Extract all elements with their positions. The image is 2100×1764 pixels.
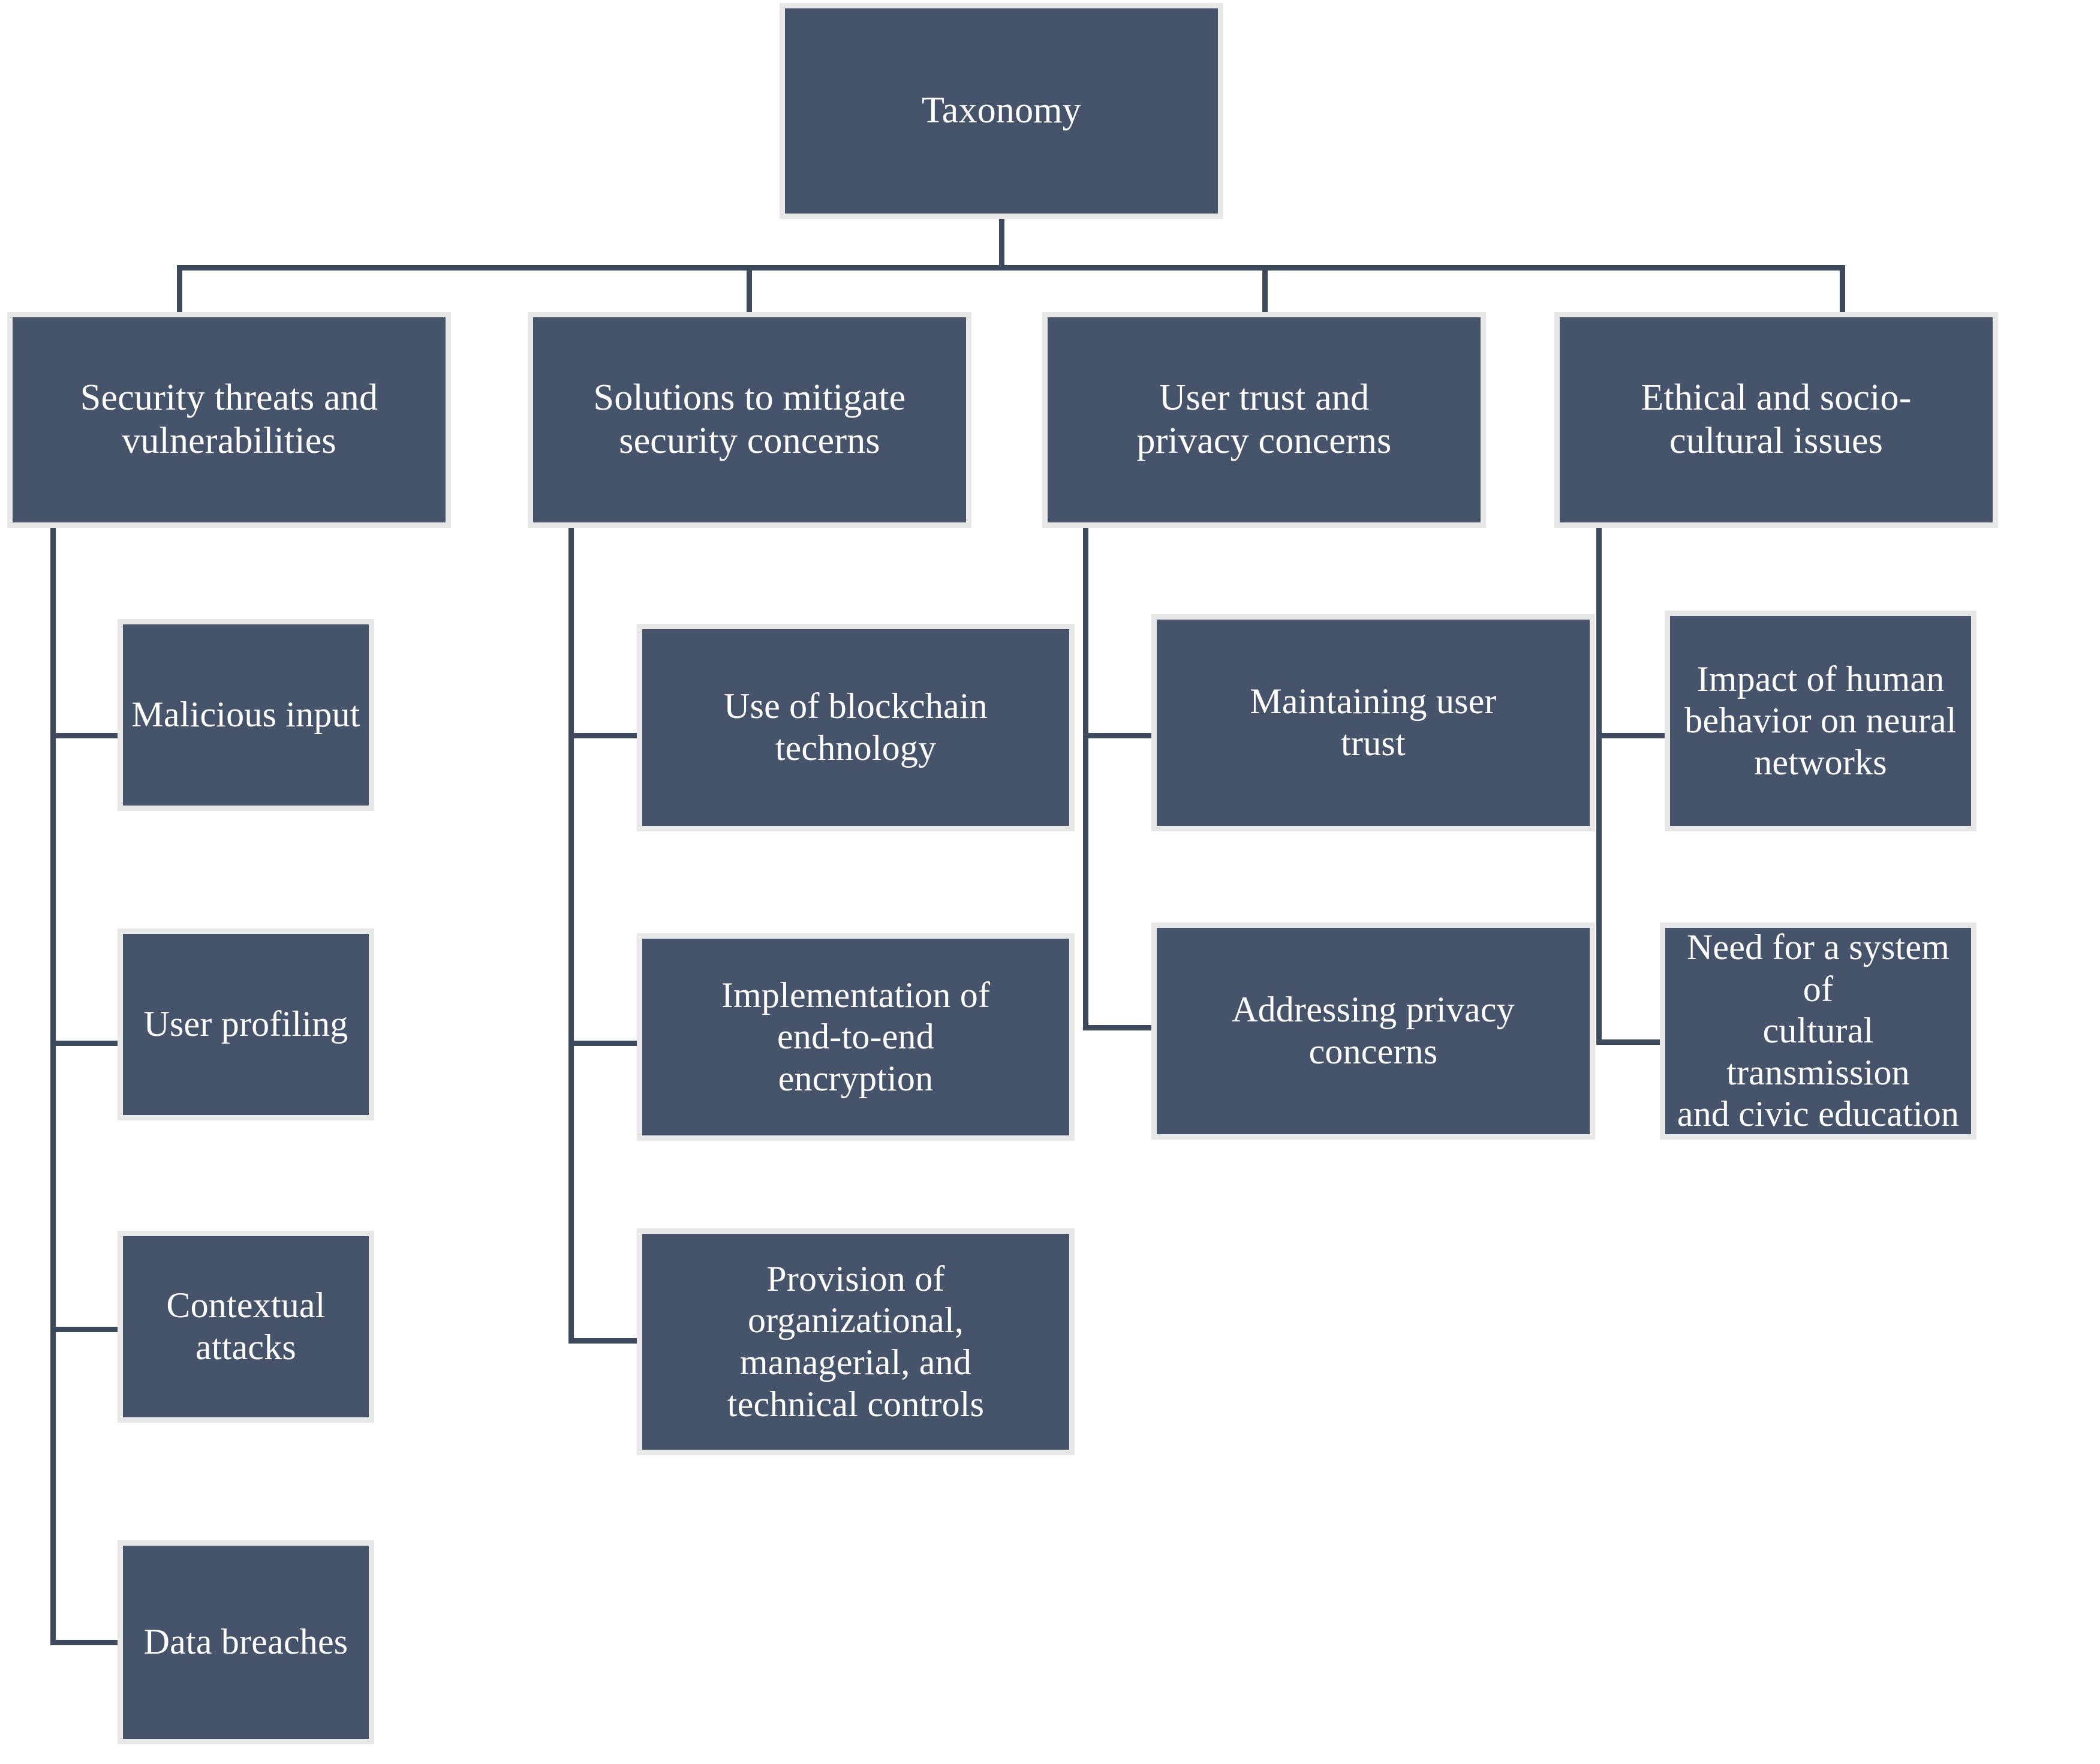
node-label: Ethical and socio- cultural issues — [1641, 377, 1912, 461]
node-branch-ethical[interactable]: Ethical and socio- cultural issues — [1554, 312, 1998, 528]
connector-trunk-branch-2 — [568, 528, 574, 1344]
connector-drop-branch-1 — [177, 265, 182, 314]
connector-elbow-contextual-attacks — [50, 1327, 120, 1332]
node-label: Data breaches — [143, 1622, 348, 1662]
node-label: Security threats and vulnerabilities — [80, 377, 378, 461]
node-leaf-blockchain[interactable]: Use of blockchain technology — [637, 624, 1075, 831]
connector-elbow-maintaining-trust — [1083, 733, 1156, 738]
node-leaf-contextual-attacks[interactable]: Contextual attacks — [118, 1231, 374, 1423]
connector-elbow-encryption — [568, 1041, 642, 1046]
connector-elbow-user-profiling — [50, 1041, 120, 1046]
node-label: Need for a system of cultural transmissi… — [1677, 927, 1960, 1134]
connector-trunk-branch-1 — [50, 528, 56, 1645]
connector-level1-bus — [177, 265, 1845, 271]
connector-elbow-blockchain — [568, 733, 642, 738]
connector-elbow-cultural-transmission — [1596, 1039, 1669, 1045]
node-branch-security-threats[interactable]: Security threats and vulnerabilities — [7, 312, 451, 528]
node-root-taxonomy[interactable]: Taxonomy — [780, 3, 1223, 219]
connector-elbow-controls — [568, 1338, 642, 1344]
node-leaf-encryption[interactable]: Implementation of end-to-end encryption — [637, 933, 1075, 1141]
connector-trunk-branch-4 — [1596, 528, 1602, 1045]
node-label: Taxonomy — [922, 90, 1081, 131]
node-branch-solutions[interactable]: Solutions to mitigate security concerns — [528, 312, 971, 528]
node-leaf-malicious-input[interactable]: Malicious input — [118, 619, 374, 811]
node-leaf-data-breaches[interactable]: Data breaches — [118, 1540, 374, 1744]
node-label: Solutions to mitigate security concerns — [593, 377, 906, 461]
connector-root-stem — [999, 219, 1004, 268]
connector-trunk-branch-3 — [1083, 528, 1088, 1030]
connector-elbow-malicious-input — [50, 733, 120, 738]
connector-elbow-data-breaches — [50, 1640, 120, 1645]
node-leaf-privacy-concerns[interactable]: Addressing privacy concerns — [1151, 922, 1595, 1140]
node-label: Maintaining user trust — [1250, 681, 1497, 763]
node-label: Contextual attacks — [166, 1285, 326, 1367]
node-label: Impact of human behavior on neural netwo… — [1684, 659, 1957, 782]
node-label: User trust and privacy concerns — [1136, 377, 1392, 461]
node-label: Provision of organizational, managerial,… — [727, 1258, 985, 1424]
node-leaf-cultural-transmission[interactable]: Need for a system of cultural transmissi… — [1660, 922, 1976, 1140]
connector-drop-branch-2 — [747, 265, 752, 314]
connector-elbow-human-behavior — [1596, 733, 1669, 738]
node-label: Implementation of end-to-end encryption — [721, 975, 991, 1098]
node-leaf-human-behavior[interactable]: Impact of human behavior on neural netwo… — [1665, 611, 1976, 831]
connector-drop-branch-4 — [1840, 265, 1845, 314]
node-label: Malicious input — [131, 695, 360, 735]
node-leaf-controls[interactable]: Provision of organizational, managerial,… — [637, 1228, 1075, 1455]
node-leaf-maintaining-trust[interactable]: Maintaining user trust — [1151, 614, 1595, 831]
node-branch-user-trust[interactable]: User trust and privacy concerns — [1042, 312, 1486, 528]
node-label: User profiling — [143, 1004, 348, 1044]
connector-elbow-privacy-concerns — [1083, 1025, 1156, 1030]
node-label: Addressing privacy concerns — [1232, 990, 1515, 1071]
node-label: Use of blockchain technology — [724, 686, 988, 768]
connector-drop-branch-3 — [1262, 265, 1268, 314]
node-leaf-user-profiling[interactable]: User profiling — [118, 928, 374, 1120]
